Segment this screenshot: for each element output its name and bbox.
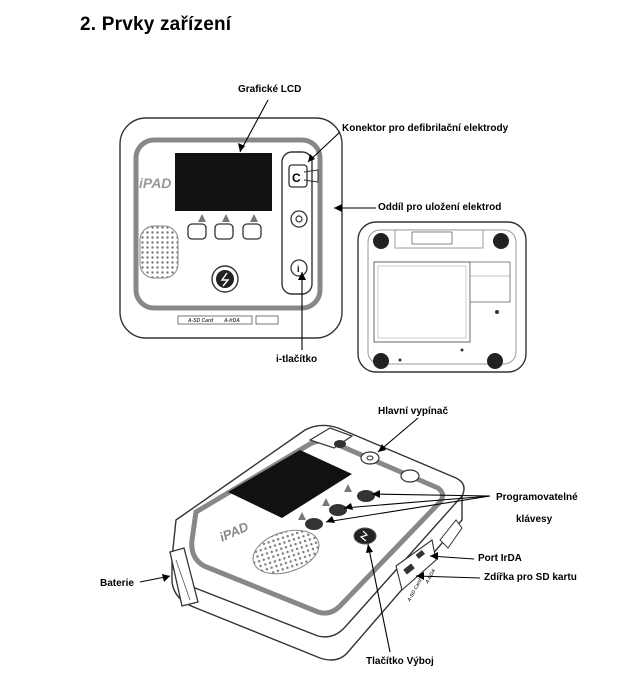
i-button	[290, 259, 308, 277]
soft-key-1	[187, 223, 207, 240]
speaker-grille-perspective	[252, 529, 320, 575]
label-electrode-storage: Oddíl pro uložení elektrod	[378, 202, 502, 213]
power-button-perspective	[360, 451, 380, 465]
lcd-screen	[175, 153, 272, 211]
electrode-connector	[288, 164, 308, 188]
svg-text:i: i	[297, 264, 300, 274]
brand-logo-front: iPAD	[139, 175, 171, 191]
label-battery: Baterie	[100, 578, 134, 589]
soft-key-3	[242, 223, 262, 240]
soft-key-perspective-1	[357, 490, 375, 502]
front-view: C i	[119, 117, 343, 339]
arrow-heads	[162, 143, 438, 582]
back-view	[357, 221, 527, 373]
irda-marking-front: A-IrDA	[223, 318, 240, 324]
perspective-view	[169, 424, 465, 661]
label-main-switch: Hlavní vypínač	[378, 406, 449, 417]
label-sd-slot: Zdířka pro SD kartu	[484, 572, 577, 583]
svg-text:C: C	[292, 171, 301, 185]
irda-port	[403, 563, 415, 575]
label-programmable-keys-2: klávesy	[516, 514, 553, 525]
label-lcd: Grafické LCD	[238, 84, 302, 95]
label-i-button: i-tlačítko	[276, 354, 318, 365]
leader-lines	[139, 99, 491, 653]
label-programmable-keys-1: Programovatelné	[496, 492, 578, 503]
lcd-screen-perspective	[228, 450, 352, 518]
soft-key-2	[214, 223, 234, 240]
page-title: 2. Prvky zařízení	[80, 14, 232, 35]
shock-button	[216, 270, 234, 288]
label-electrode-connector: Konektor pro defibrilační elektrody	[342, 123, 509, 134]
sd-slot	[415, 549, 425, 559]
soft-key-perspective-2	[329, 504, 347, 516]
label-irda-port: Port IrDA	[478, 553, 522, 564]
soft-key-perspective-3	[305, 518, 323, 530]
i-button-perspective	[400, 469, 420, 483]
sd-card-marking-front: A-SD Card	[187, 318, 214, 324]
speaker-grille	[139, 225, 179, 279]
label-shock-button: Tlačítko Výboj	[366, 656, 434, 667]
electrode-compartment	[373, 261, 471, 343]
power-button	[290, 210, 308, 228]
